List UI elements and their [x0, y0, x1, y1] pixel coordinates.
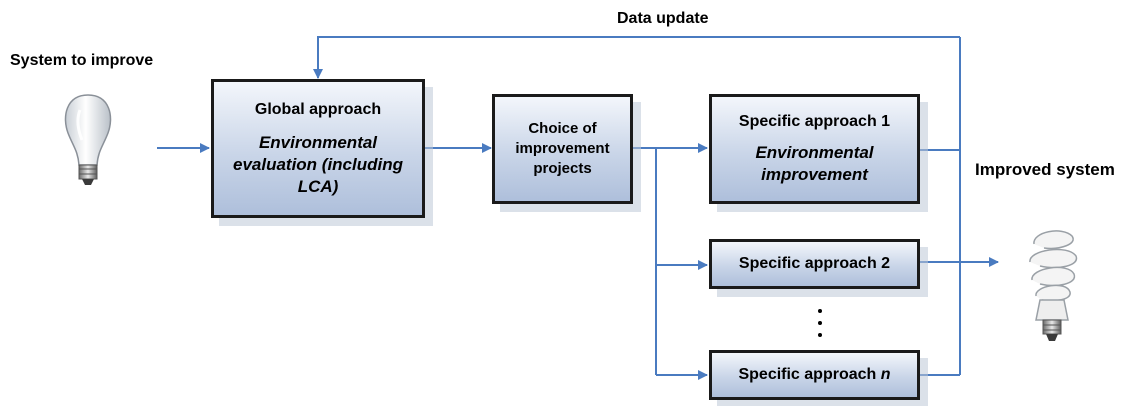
- data-update-label: Data update: [617, 10, 709, 27]
- global-approach-subtitle: Environmental evaluation (including LCA): [232, 132, 403, 196]
- choice-title: Choice of improvement projects: [515, 120, 610, 177]
- specific-approach-2-title: Specific approach 2: [738, 255, 891, 272]
- improved-system-label: Improved system: [975, 160, 1115, 179]
- system-to-improve-label: System to improve: [10, 52, 154, 69]
- specific-approach-n-italic: n: [880, 366, 891, 383]
- specific-approach-n-title: Specific approach n: [738, 365, 890, 385]
- ellipsis-dot: [818, 333, 822, 337]
- specific-approach-1-subtitle: Environmental improvement: [755, 143, 874, 184]
- global-approach-title: Global approach: [254, 100, 382, 118]
- global-approach-box: Global approach Environmental evaluation…: [211, 79, 425, 218]
- ellipsis-dot: [818, 309, 822, 313]
- cfl-bulb-icon: [1029, 230, 1078, 341]
- incandescent-bulb-icon: [64, 94, 112, 185]
- ellipsis-dot: [818, 321, 822, 325]
- choice-box: Choice of improvement projects: [492, 94, 633, 204]
- data-update-loop: [313, 36, 960, 79]
- specific-approach-n-text: Specific approach: [738, 366, 881, 383]
- specific-approach-1-title: Specific approach 1: [738, 113, 891, 130]
- specific-approach-n-box: Specific approach n: [709, 350, 920, 400]
- specific-approach-1-box: Specific approach 1 Environmental improv…: [709, 94, 920, 204]
- specific-approach-2-box: Specific approach 2: [709, 239, 920, 289]
